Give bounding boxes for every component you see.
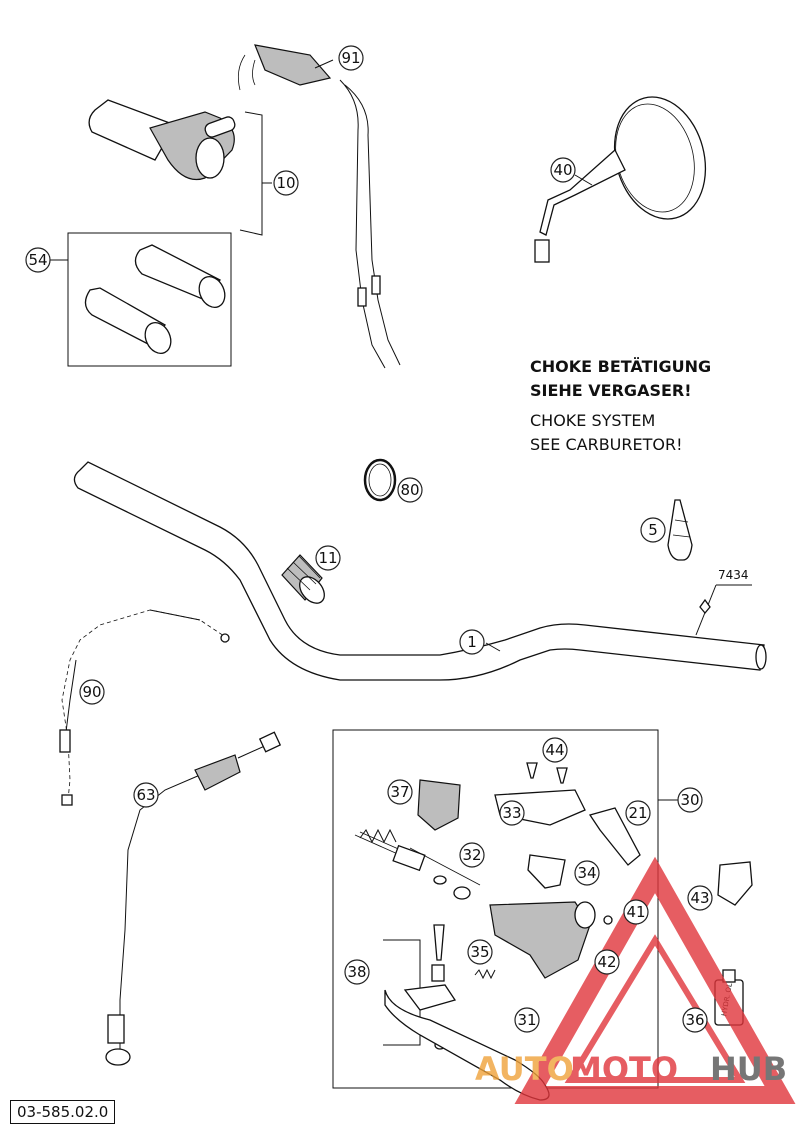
callout-10-text: 10: [276, 174, 295, 192]
callout-36: 36: [682, 1007, 708, 1033]
callout-5: 5: [640, 517, 666, 543]
master-cylinder-42-part: [489, 901, 613, 979]
callout-90-text: 90: [82, 683, 101, 701]
watermark-auto: AUTO: [475, 1050, 574, 1088]
note-line-1: CHOKE BETÄTIGUNG: [530, 357, 711, 376]
screws-44-part: [526, 762, 568, 784]
callout-38-text: 38: [347, 963, 366, 981]
bracket-10: [239, 111, 263, 236]
note-line-4: SEE CARBURETOR!: [530, 435, 683, 454]
callout-54-text: 54: [28, 251, 47, 269]
throttle-grip-part: [88, 99, 236, 181]
callout-30: 30: [677, 787, 703, 813]
callout-80-text: 80: [400, 481, 419, 499]
grips-part: [84, 244, 226, 355]
loctite-tube-part: [667, 499, 693, 561]
rubber-boot-part: [281, 554, 325, 604]
pivot-21-part: [588, 807, 641, 866]
watermark-hub: HUB: [710, 1050, 787, 1088]
choke-cable-part: [59, 609, 231, 806]
callout-63-text: 63: [136, 786, 155, 804]
callout-37-text: 37: [390, 783, 409, 801]
cable-tie-part: [363, 458, 397, 502]
callout-21: 21: [625, 800, 651, 826]
speedometer-cable-part: [105, 731, 282, 1066]
document-number: 03-585.02.0: [10, 1100, 116, 1124]
callout-33: 33: [499, 800, 525, 826]
pivot-pin-38-part: [383, 924, 446, 1050]
callout-37: 37: [387, 779, 413, 805]
callout-32-text: 32: [462, 846, 481, 864]
label-7434: 7434: [718, 568, 749, 582]
callout-31-text: 31: [517, 1011, 536, 1029]
callout-11-text: 11: [318, 549, 337, 567]
callout-1: 1: [459, 629, 485, 655]
callout-30-text: 30: [680, 791, 699, 809]
callout-33-text: 33: [502, 804, 521, 822]
callout-35: 35: [467, 939, 493, 965]
callout-41-text: 41: [626, 903, 645, 921]
callout-21-text: 21: [628, 804, 647, 822]
clamp-37-part: [417, 779, 461, 831]
callout-32: 32: [459, 842, 485, 868]
callout-44-text: 44: [545, 741, 564, 759]
callout-34: 34: [574, 860, 600, 886]
mirror-part: [534, 96, 707, 263]
callout-90: 90: [79, 679, 105, 705]
callout-44: 44: [542, 737, 568, 763]
callout-5-text: 5: [648, 521, 658, 539]
callout-41: 41: [623, 899, 649, 925]
handlebar-part: [73, 461, 767, 681]
callout-63: 63: [133, 782, 159, 808]
callout-40-text: 40: [553, 161, 572, 179]
callout-54: 54: [25, 247, 51, 273]
callout-42: 42: [594, 949, 620, 975]
brake-assembly-box: [332, 729, 659, 1089]
callout-80: 80: [397, 477, 423, 503]
spring-35-part: [474, 968, 496, 980]
note-line-3: CHOKE SYSTEM: [530, 411, 655, 430]
callout-11: 11: [315, 545, 341, 571]
watermark-moto: MOTO: [570, 1050, 678, 1088]
callout-1-text: 1: [467, 633, 477, 651]
callout-36-text: 36: [685, 1011, 704, 1029]
callout-10: 10: [273, 170, 299, 196]
callout-91: 91: [338, 45, 364, 71]
grips-box: [67, 232, 232, 367]
piston-spring-32-part: [354, 828, 481, 900]
note-line-2: SIEHE VERGASER!: [530, 381, 692, 400]
clamp-43-part: [717, 861, 753, 906]
reservoir-34-part: [527, 854, 566, 889]
callout-31: 31: [514, 1007, 540, 1033]
callout-34-text: 34: [577, 864, 596, 882]
callout-40: 40: [550, 157, 576, 183]
throttle-cable-part: [237, 44, 401, 369]
callout-38: 38: [344, 959, 370, 985]
callout-43: 43: [687, 885, 713, 911]
callout-42-text: 42: [597, 953, 616, 971]
callout-91-text: 91: [341, 49, 360, 67]
drop-marker-7434: [699, 598, 711, 615]
callout-43-text: 43: [690, 889, 709, 907]
callout-35-text: 35: [470, 943, 489, 961]
